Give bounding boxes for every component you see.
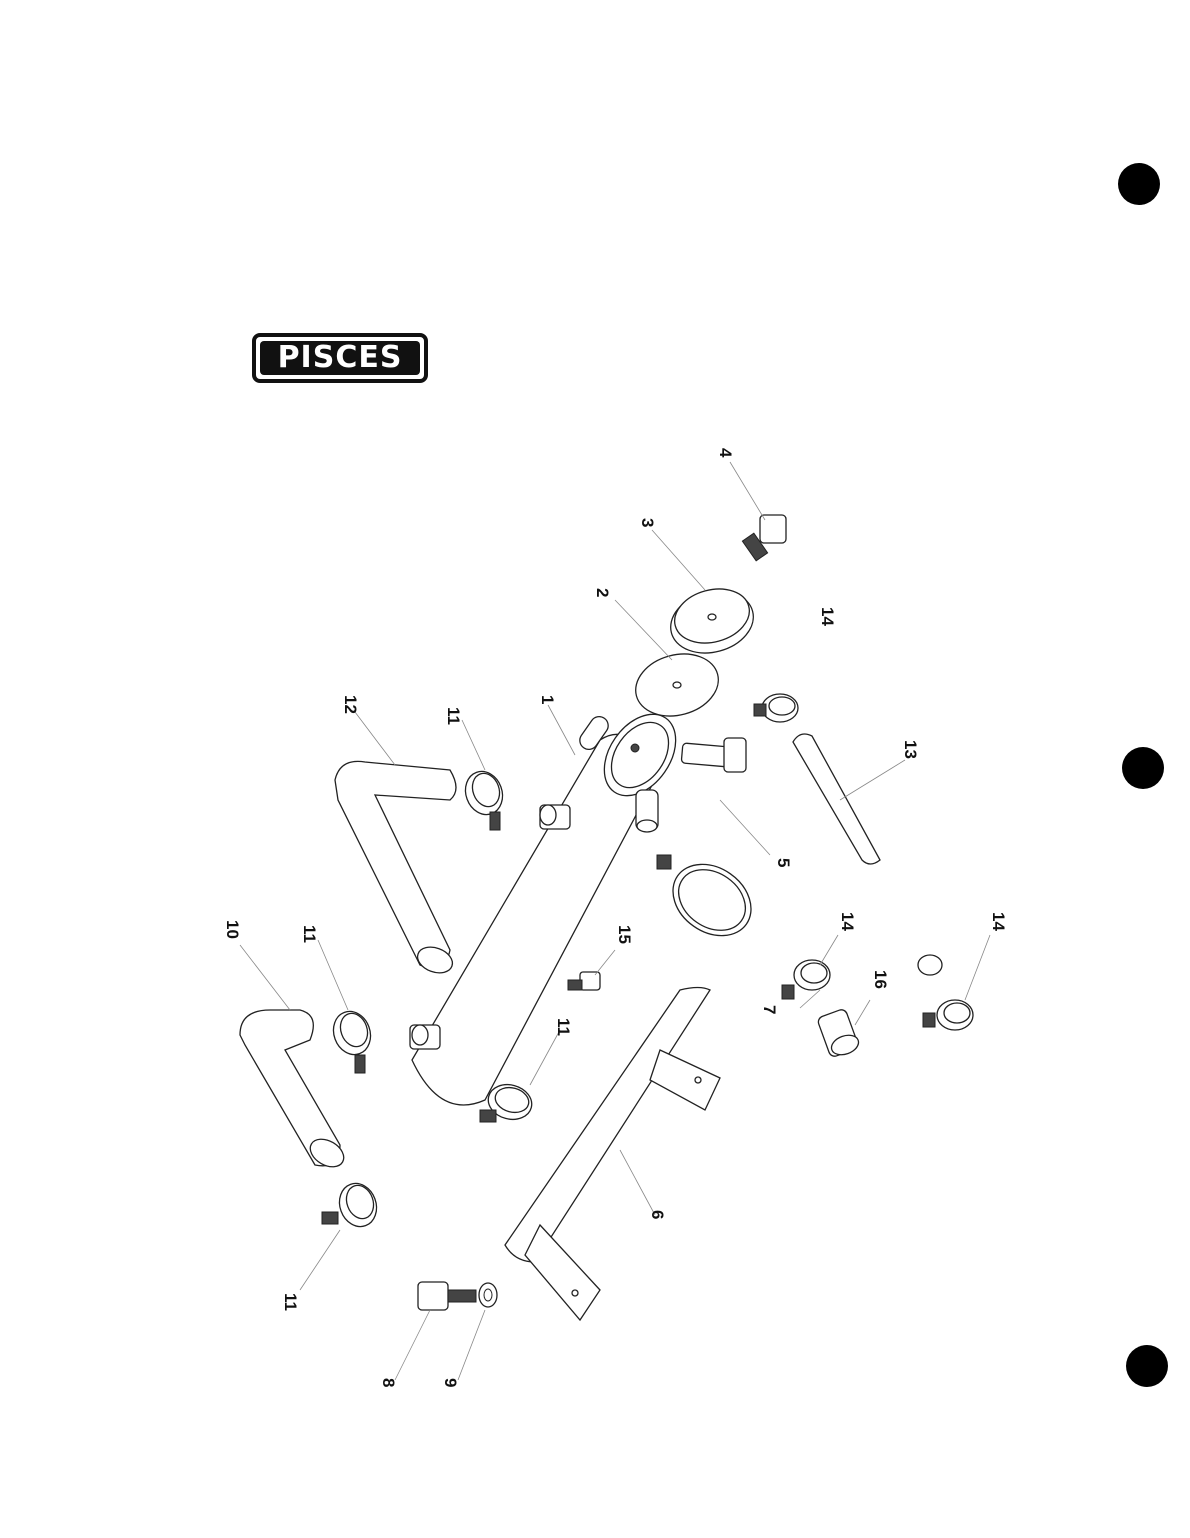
binder-hole-middle (1122, 747, 1164, 789)
binder-hole-bottom (1126, 1345, 1168, 1387)
inlet-hose-part (239, 1009, 345, 1168)
drain-plug-part (567, 971, 601, 991)
callout-labels: 1 2 3 4 5 6 7 8 9 10 11 11 11 11 12 13 1… (223, 448, 1008, 1387)
outlet-hose-part (334, 760, 457, 974)
end-cap-part (670, 588, 754, 654)
callout-12: 12 (341, 695, 360, 714)
hose-clamp-11-bottom (321, 1182, 378, 1228)
logo-text: PISCES (260, 341, 420, 375)
callout-2: 2 (593, 588, 612, 597)
hose-coupler-part (817, 1009, 860, 1057)
mounting-bracket-part (504, 986, 721, 1322)
callout-11b: 11 (300, 925, 319, 943)
binder-hole-top (1118, 163, 1160, 205)
callout-11c: 11 (554, 1018, 573, 1036)
hose-clamp-11-lower (479, 1083, 533, 1123)
main-cylinder-part (409, 713, 677, 1106)
callout-5: 5 (774, 858, 793, 867)
large-hose-clamp-part (656, 854, 752, 937)
callout-14a: 14 (818, 607, 837, 626)
cap-bolt-part (741, 514, 787, 562)
callout-6: 6 (648, 1210, 667, 1219)
callout-1: 1 (538, 695, 557, 704)
callout-15: 15 (615, 925, 634, 944)
callout-11d: 11 (281, 1293, 300, 1311)
callout-14c: 14 (989, 912, 1008, 931)
callout-11a: 11 (444, 707, 463, 725)
raw-water-hose-part (792, 733, 881, 865)
callout-16: 16 (871, 970, 890, 989)
callout-14b: 14 (838, 912, 857, 931)
hose-clamp-14-lower (917, 954, 974, 1031)
leader-lines (239, 461, 991, 1381)
hose-clamp-14-upper (753, 693, 799, 723)
hose-clamp-11-upper (464, 770, 504, 831)
callout-7: 7 (760, 1005, 779, 1014)
callout-8: 8 (379, 1378, 398, 1387)
pisces-logo: PISCES (252, 333, 428, 383)
callout-9: 9 (441, 1378, 460, 1387)
drain-fitting-part (680, 737, 747, 773)
lock-washer-part (478, 1282, 498, 1308)
gasket-disc-part (635, 653, 719, 717)
callout-10: 10 (223, 920, 242, 939)
callout-13: 13 (901, 740, 920, 759)
hose-clamp-14-mid (781, 959, 831, 1000)
callout-4: 4 (716, 448, 735, 458)
bracket-bolt-part (417, 1281, 477, 1311)
hose-clamp-11-mid (332, 1010, 372, 1074)
callout-3: 3 (638, 518, 657, 527)
